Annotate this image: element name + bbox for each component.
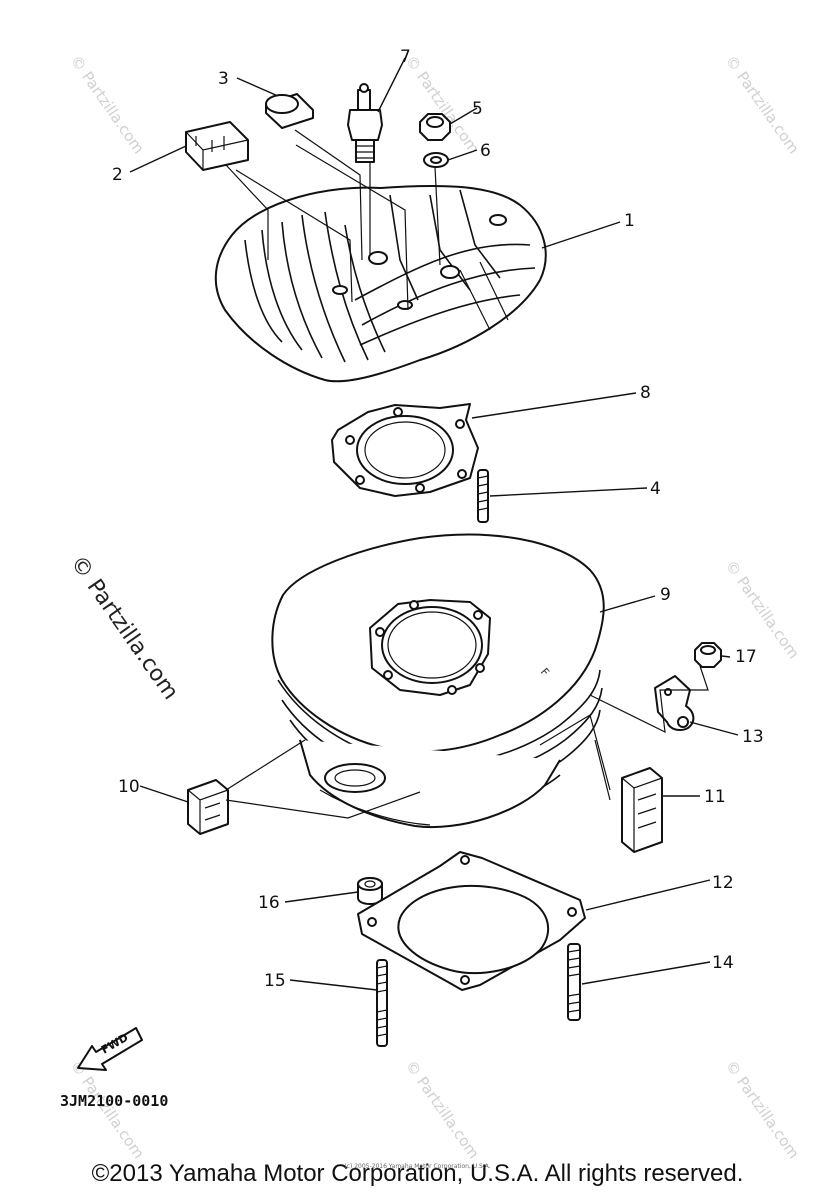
callout-4: 4 xyxy=(650,479,661,499)
watermark-3: © Partzilla.com xyxy=(722,52,803,157)
part-14-stud xyxy=(567,943,581,1021)
part-15-stud xyxy=(376,959,388,1047)
callout-3: 3 xyxy=(218,69,229,89)
callout-17: 17 xyxy=(735,647,757,667)
callout-12: 12 xyxy=(712,873,734,893)
part-4-stud xyxy=(477,469,489,523)
watermark-1: © Partzilla.com xyxy=(67,52,148,157)
callout-6: 6 xyxy=(480,141,491,161)
part-10-damper xyxy=(187,779,229,835)
callout-1: 1 xyxy=(624,211,635,231)
part-11-damper xyxy=(621,767,663,853)
callout-10: 10 xyxy=(118,777,140,797)
watermark-7: © Partzilla.com xyxy=(402,1057,483,1162)
watermark-8: © Partzilla.com xyxy=(722,1057,803,1162)
watermark-2: © Partzilla.com xyxy=(402,52,483,157)
part-7-spark-plug xyxy=(347,83,383,163)
watermark-5: © Partzilla.com xyxy=(722,557,803,662)
part-6-washer xyxy=(423,152,449,168)
part-13-clamp xyxy=(654,675,695,731)
callouts: 3 7 5 6 2 1 8 4 9 17 13 10 11 12 14 16 1… xyxy=(112,47,764,991)
callout-8: 8 xyxy=(640,383,651,403)
part-2-damper xyxy=(185,121,249,171)
part-8-head-gasket xyxy=(331,403,479,497)
part-9-cylinder: F xyxy=(271,533,605,828)
copyright-footer: ©2013 Yamaha Motor Corporation, U.S.A. A… xyxy=(91,1160,744,1187)
callout-16: 16 xyxy=(258,893,280,913)
tiny-credit: (c) 2005-2016 Yamaha Motor Corporation, … xyxy=(344,1163,491,1170)
callout-15: 15 xyxy=(264,971,286,991)
callout-7: 7 xyxy=(400,47,411,67)
callout-5: 5 xyxy=(472,99,483,119)
part-3-cap xyxy=(265,93,314,129)
watermark-large: © Partzilla.com xyxy=(65,551,183,704)
leader-lines xyxy=(129,57,739,991)
callout-13: 13 xyxy=(742,727,764,747)
part-5-nut xyxy=(419,113,451,141)
part-1-cylinder-head xyxy=(214,184,547,383)
callout-9: 9 xyxy=(660,585,671,605)
diagram-code: 3JM2100-0010 xyxy=(60,1092,168,1110)
callout-11: 11 xyxy=(704,787,726,807)
callout-14: 14 xyxy=(712,953,734,973)
callout-2: 2 xyxy=(112,165,123,185)
part-12-base-gasket xyxy=(357,851,586,991)
part-16-dowel xyxy=(357,877,383,905)
fwd-arrow-icon: FWD xyxy=(77,1027,143,1071)
part-17-nut xyxy=(694,642,722,668)
